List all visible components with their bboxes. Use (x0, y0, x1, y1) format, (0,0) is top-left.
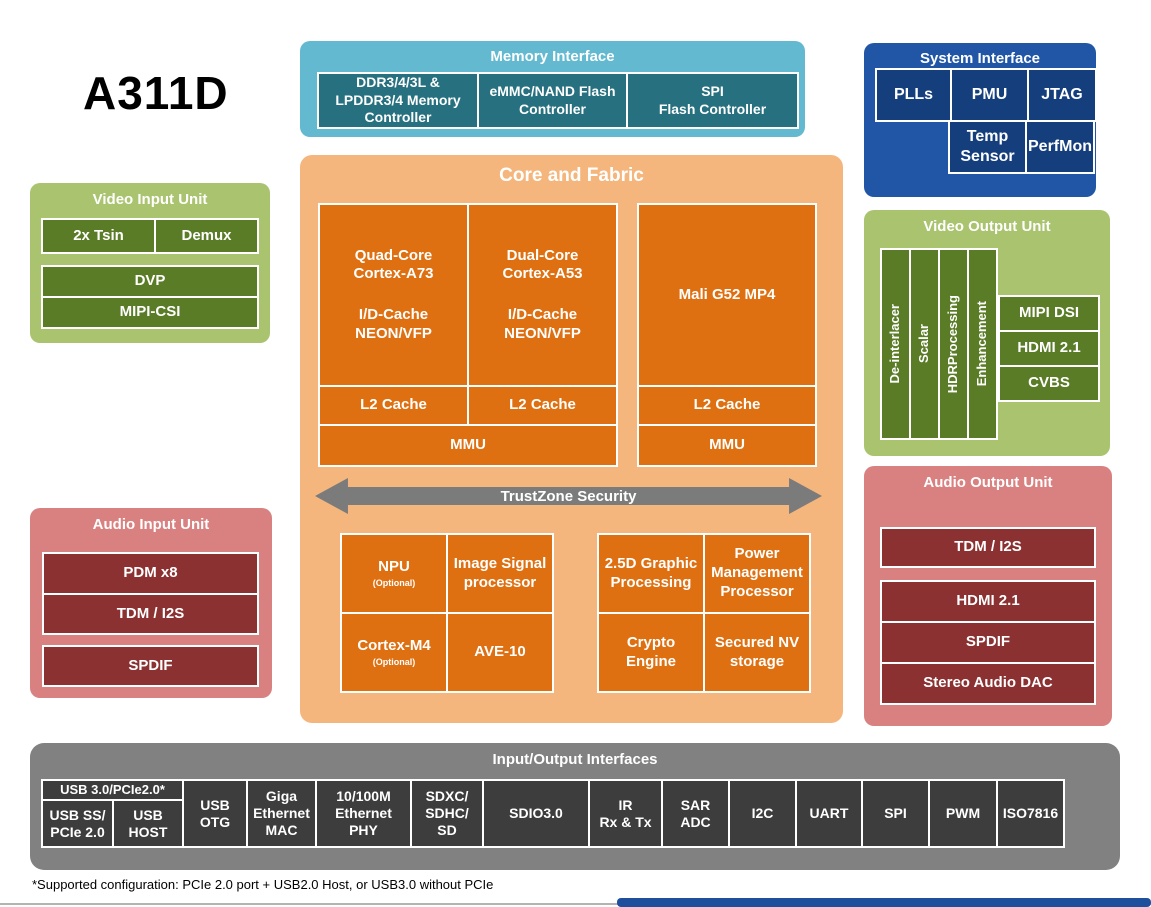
hdmi21-video-box: HDMI 2.1 (998, 330, 1100, 367)
power-mgmt-box: Power Management Processor (703, 533, 811, 614)
video-input-unit-title: Video Input Unit (92, 191, 208, 208)
chip-title: A311D (83, 67, 229, 119)
npu-label: NPU (378, 557, 410, 575)
sdxc-sdhc-sd-box: SDXC/ SDHC/ SD (410, 779, 484, 848)
graphic-2d5-box: 2.5D Graphic Processing (597, 533, 705, 614)
deinterlacer-label: De-interlacer (887, 304, 903, 384)
stereo-dac-box: Stereo Audio DAC (880, 662, 1096, 705)
io-interfaces-panel: Input/Output Interfaces USB 3.0/PCIe2.0*… (30, 743, 1120, 870)
pmu-box: PMU (950, 68, 1029, 122)
trustzone-label: TrustZone Security (500, 487, 637, 505)
usb-pcie-group: USB 3.0/PCIe2.0* USB SS/ PCIe 2.0 USB HO… (41, 779, 184, 848)
footnote: *Supported configuration: PCIe 2.0 port … (32, 877, 494, 892)
emmc-nand-flash-controller-box: eMMC/NAND Flash Controller (477, 72, 628, 129)
secured-nv-box: Secured NV storage (703, 612, 811, 693)
audio-output-unit-panel: Audio Output Unit TDM / I2S HDMI 2.1 SPD… (864, 466, 1112, 726)
audio-input-unit-panel: Audio Input Unit PDM x8 TDM / I2S SPDIF (30, 508, 272, 698)
horizontal-scrollbar-thumb[interactable] (617, 898, 1151, 907)
io-interfaces-title: Input/Output Interfaces (492, 751, 658, 768)
pdm-box: PDM x8 (42, 552, 259, 595)
l2-cache-gpu-box: L2 Cache (637, 385, 817, 426)
cortex-a53-cache: I/D-Cache NEON/VFP (504, 306, 581, 342)
mmu-cpu-box: MMU (318, 424, 618, 467)
deinterlacer-bar: De-interlacer (880, 248, 911, 440)
ddr-memory-controller-box: DDR3/4/3L & LPDDR3/4 Memory Controller (317, 72, 479, 129)
cpu-cluster: Quad-Core Cortex-A73 I/D-Cache NEON/VFP … (318, 203, 618, 467)
video-input-unit-panel: Video Input Unit 2x Tsin Demux DVP MIPI-… (30, 183, 270, 343)
npu-isp-group: NPU (Optional) Image Signal processor Co… (340, 533, 554, 693)
memory-interface-panel: Memory Interface DDR3/4/3L & LPDDR3/4 Me… (300, 41, 805, 137)
hdmi21-audio-box: HDMI 2.1 (880, 580, 1096, 623)
cortex-a53-box: Dual-Core Cortex-A53 I/D-Cache NEON/VFP (467, 203, 618, 387)
ave10-box: AVE-10 (446, 612, 554, 693)
graphics-security-group: 2.5D Graphic Processing Power Management… (597, 533, 811, 693)
hdr-processing-label: HDRProcessing (945, 294, 961, 394)
l2-cache-a53-box: L2 Cache (467, 385, 618, 426)
core-and-fabric-title: Core and Fabric (499, 165, 644, 186)
usb3-pcie-header: USB 3.0/PCIe2.0* (41, 779, 184, 801)
enhancement-bar: Enhancement (967, 248, 998, 440)
pwm-box: PWM (928, 779, 998, 848)
temp-sensor-box: Temp Sensor (948, 120, 1027, 174)
giga-ethernet-mac-box: Giga Ethernet MAC (246, 779, 317, 848)
ethernet-phy-box: 10/100M Ethernet PHY (315, 779, 412, 848)
horizontal-scrollbar-track[interactable] (0, 903, 1151, 905)
scalar-bar: Scalar (909, 248, 940, 440)
video-output-unit-title: Video Output Unit (923, 218, 1051, 235)
dvp-box: DVP (41, 265, 259, 298)
cortex-m4-label: Cortex-M4 (357, 636, 431, 654)
mipi-csi-box: MIPI-CSI (41, 296, 259, 329)
sar-adc-box: SAR ADC (661, 779, 730, 848)
l2-cache-a73-box: L2 Cache (318, 385, 469, 426)
tsin-box: 2x Tsin (41, 218, 156, 254)
i2c-box: I2C (728, 779, 797, 848)
sdio-box: SDIO3.0 (482, 779, 590, 848)
iso7816-box: ISO7816 (996, 779, 1065, 848)
gpu-cluster: Mali G52 MP4 L2 Cache MMU (637, 203, 817, 467)
isp-box: Image Signal processor (446, 533, 554, 614)
cortex-m4-box: Cortex-M4 (Optional) (340, 612, 448, 693)
tdm-i2s-in-box: TDM / I2S (42, 593, 259, 635)
tdm-i2s-out-box: TDM / I2S (880, 527, 1096, 568)
hdr-processing-bar: HDRProcessing (938, 248, 969, 440)
cortex-a73-box: Quad-Core Cortex-A73 I/D-Cache NEON/VFP (318, 203, 469, 387)
npu-box: NPU (Optional) (340, 533, 448, 614)
cortex-m4-optional-note: (Optional) (372, 657, 416, 668)
demux-box: Demux (154, 218, 259, 254)
cortex-a53-name: Dual-Core Cortex-A53 (502, 246, 583, 283)
spdif-out-box: SPDIF (880, 621, 1096, 664)
ir-rx-tx-box: IR Rx & Tx (588, 779, 663, 848)
trustzone-arrow: TrustZone Security (315, 478, 822, 514)
memory-interface-title: Memory Interface (490, 48, 615, 65)
scalar-label: Scalar (916, 324, 932, 364)
usb-host-box: USB HOST (112, 799, 184, 848)
crypto-engine-box: Crypto Engine (597, 612, 705, 693)
perfmon-box: PerfMon (1025, 120, 1095, 174)
cvbs-box: CVBS (998, 365, 1100, 402)
system-interface-title: System Interface (919, 50, 1041, 67)
enhancement-label: Enhancement (974, 301, 990, 387)
system-interface-panel: System Interface PLLs PMU JTAG Temp Sens… (864, 43, 1097, 197)
jtag-box: JTAG (1027, 68, 1097, 122)
mipi-dsi-box: MIPI DSI (998, 295, 1100, 332)
spi-box: SPI (861, 779, 930, 848)
audio-output-unit-title: Audio Output Unit (923, 474, 1053, 491)
audio-input-unit-title: Audio Input Unit (92, 516, 210, 533)
mmu-gpu-box: MMU (637, 424, 817, 467)
spdif-in-box: SPDIF (42, 645, 259, 687)
cortex-a73-name: Quad-Core Cortex-A73 (353, 246, 434, 283)
mali-gpu-box: Mali G52 MP4 (637, 203, 817, 387)
plls-box: PLLs (875, 68, 952, 122)
usb-otg-box: USB OTG (182, 779, 248, 848)
cortex-a73-cache: I/D-Cache NEON/VFP (355, 306, 432, 342)
usb-ss-pcie-box: USB SS/ PCIe 2.0 (41, 799, 114, 848)
spi-flash-controller-box: SPI Flash Controller (626, 72, 799, 129)
video-output-unit-panel: Video Output Unit De-interlacer Scalar H… (864, 210, 1110, 456)
uart-box: UART (795, 779, 863, 848)
core-and-fabric-panel: Core and Fabric Quad-Core Cortex-A73 I/D… (300, 155, 843, 723)
npu-optional-note: (Optional) (372, 578, 416, 589)
